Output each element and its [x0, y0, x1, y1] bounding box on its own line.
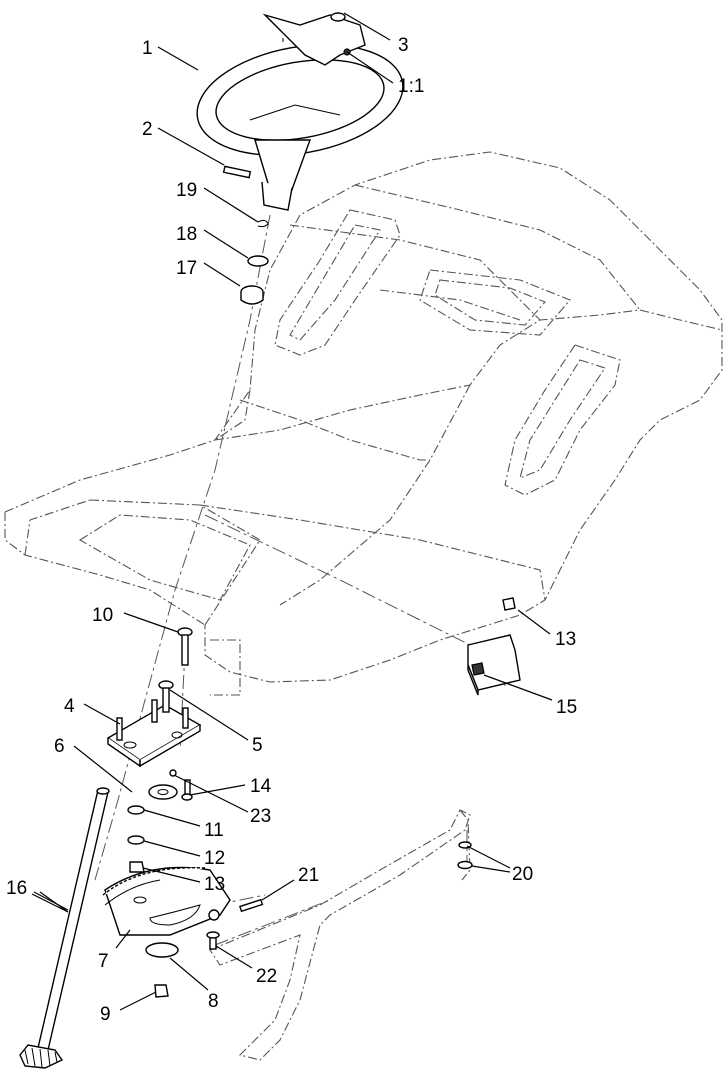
- callout-19: 19: [176, 180, 197, 201]
- callout-5: 5: [252, 735, 263, 756]
- callout-10: 10: [92, 605, 113, 626]
- callout-4: 4: [64, 696, 75, 717]
- steering-wheel: [196, 44, 404, 211]
- nut-13: [129, 861, 145, 873]
- carriage-bolt-10: [177, 627, 193, 666]
- callout-17: 17: [176, 258, 197, 279]
- washer-18: [247, 255, 269, 267]
- phantom-frame-rail: [209, 809, 471, 1061]
- carriage-bolt-5: [158, 680, 174, 713]
- bolt-14: [181, 779, 193, 801]
- callout-18: 18: [176, 224, 197, 245]
- callout-14: 14: [250, 776, 272, 797]
- callout-21: 21: [298, 865, 319, 886]
- nut-13-top: [502, 597, 516, 611]
- washer-8: [145, 942, 179, 958]
- bushing-23: [148, 769, 178, 800]
- callout-11: 11: [204, 820, 224, 841]
- leader-lines: [31, 12, 553, 1011]
- callout-labels: 1 1:1 2 3 4 5 6 7 8 9 10 11 12 13 13 14 …: [6, 35, 577, 1025]
- callout-8: 8: [208, 991, 219, 1012]
- washer-20-lower: [457, 860, 473, 870]
- callout-1-1: 1:1: [398, 76, 424, 97]
- callout-23: 23: [250, 806, 271, 827]
- bolt-22: [206, 931, 220, 950]
- callout-13b: 13: [555, 629, 576, 650]
- callout-6: 6: [54, 736, 65, 757]
- steering-sector-gear: [102, 866, 231, 936]
- callout-13a: 13: [204, 874, 225, 895]
- pin-21: [239, 898, 264, 913]
- steering-center-lines: [94, 214, 506, 946]
- callout-2: 2: [142, 119, 153, 140]
- steering-wheel-cap: [262, 13, 366, 66]
- callout-15: 15: [556, 697, 577, 718]
- callout-22: 22: [256, 966, 277, 987]
- callout-16: 16: [6, 878, 27, 899]
- phantom-body-outline: [4, 151, 723, 696]
- callout-7: 7: [98, 951, 109, 972]
- callout-9: 9: [100, 1004, 111, 1025]
- nut-9: [154, 984, 169, 998]
- hairpin-cotter: [257, 219, 269, 228]
- washer-11: [127, 805, 145, 815]
- bracket-15: [467, 634, 521, 696]
- cap-insert: [330, 12, 346, 22]
- bushing-17: [240, 285, 264, 305]
- roll-pin: [222, 165, 252, 179]
- callout-20: 20: [512, 864, 533, 885]
- callout-12: 12: [204, 848, 225, 869]
- washer-12: [127, 835, 145, 845]
- callout-3: 3: [398, 35, 409, 56]
- mounting-plate-4: [106, 699, 202, 768]
- steering-shaft: [19, 787, 110, 1069]
- callout-1: 1: [142, 38, 153, 59]
